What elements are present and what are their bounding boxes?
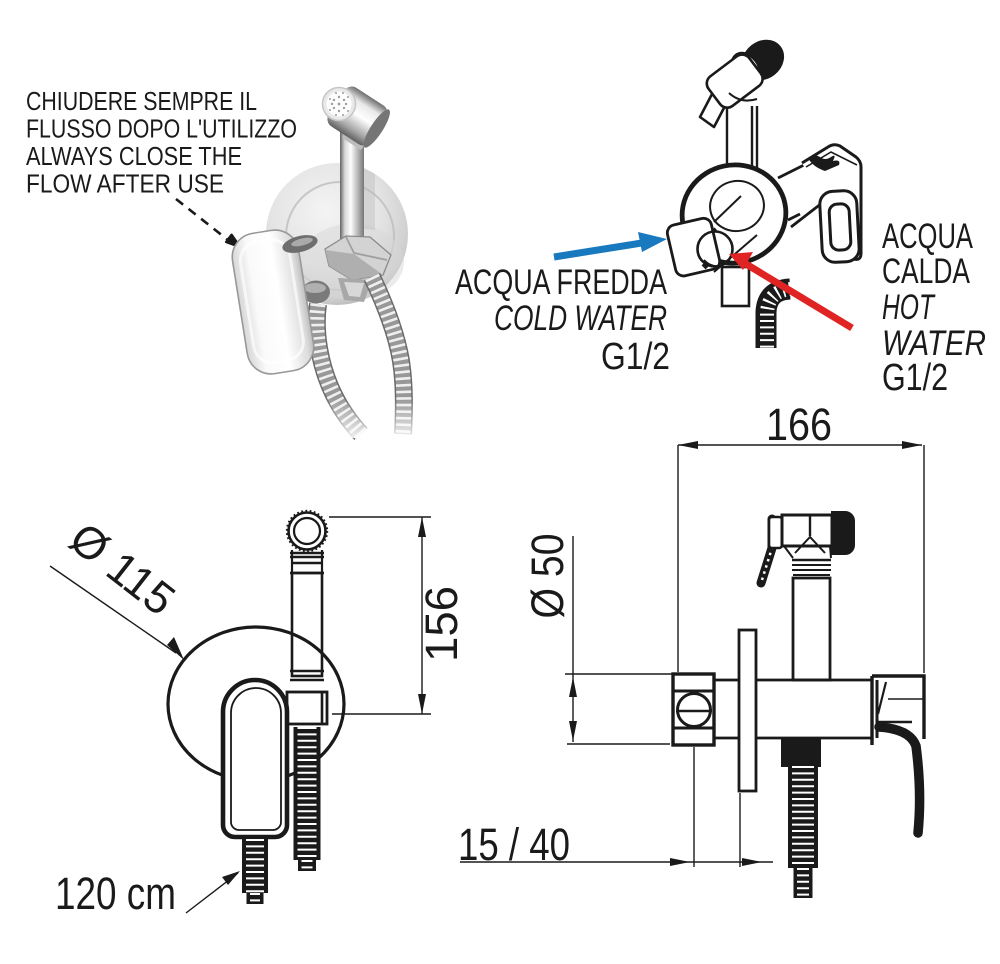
svg-text:ACQUA: ACQUA: [882, 217, 973, 256]
svg-text:HOT: HOT: [882, 288, 936, 327]
svg-text:156: 156: [416, 586, 467, 662]
svg-text:ACQUA FREDDA: ACQUA FREDDA: [455, 263, 668, 302]
svg-text:FLOW AFTER USE: FLOW AFTER USE: [26, 171, 224, 199]
svg-text:G1/2: G1/2: [601, 336, 670, 378]
svg-text:CALDA: CALDA: [882, 252, 970, 291]
svg-text:166: 166: [766, 399, 832, 450]
svg-text:WATER: WATER: [882, 324, 986, 363]
svg-text:COLD WATER: COLD WATER: [494, 299, 667, 338]
svg-text:15 / 40: 15 / 40: [458, 819, 570, 870]
svg-text:Ø 50: Ø 50: [522, 534, 573, 619]
svg-text:120 cm: 120 cm: [55, 868, 176, 919]
svg-text:G1/2: G1/2: [882, 357, 948, 399]
svg-text:FLUSSO DOPO L'UTILIZZO: FLUSSO DOPO L'UTILIZZO: [26, 116, 297, 144]
svg-text:CHIUDERE SEMPRE IL: CHIUDERE SEMPRE IL: [26, 88, 257, 116]
svg-text:ALWAYS CLOSE THE: ALWAYS CLOSE THE: [26, 143, 242, 171]
